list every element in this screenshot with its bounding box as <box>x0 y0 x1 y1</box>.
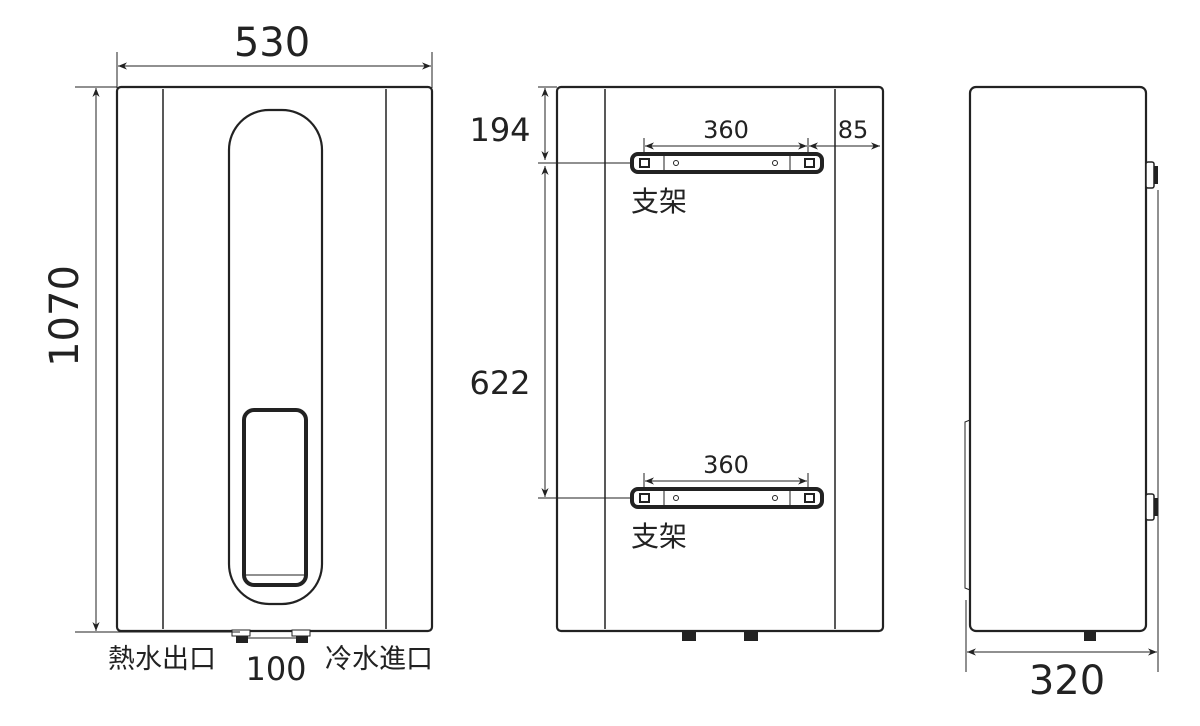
side-body <box>968 85 1148 633</box>
bracket-spacing-dimension: 622 <box>469 364 530 402</box>
height-dimension: 1070 <box>42 265 88 367</box>
back-view: 194 622 360 85 360 支架 支架 <box>469 85 885 641</box>
pipe-fittings <box>231 629 311 643</box>
cold-water-inlet-label: 冷水進口 <box>325 644 433 675</box>
top-offset-dimension: 194 <box>469 111 530 149</box>
back-fittings <box>682 631 758 641</box>
front-view: 530 1070 熱水出口 100 冷水進口 <box>42 20 434 688</box>
bracket-side-offset-dimension: 85 <box>838 116 869 144</box>
bracket-top <box>630 152 824 174</box>
bracket-top-width-dimension: 360 <box>703 116 749 144</box>
front-window <box>227 108 324 606</box>
pipe-spacing-dimension: 100 <box>245 650 306 688</box>
side-view: 320 <box>964 85 1159 704</box>
width-dimension: 530 <box>234 20 310 66</box>
display-panel <box>242 408 308 587</box>
depth-dimension: 320 <box>1029 658 1105 704</box>
bracket-top-label: 支架 <box>631 185 687 218</box>
bracket-bottom <box>630 487 824 509</box>
bracket-bottom-width-dimension: 360 <box>703 451 749 479</box>
bracket-bottom-label: 支架 <box>631 520 687 553</box>
hot-water-outlet-label: 熱水出口 <box>108 644 216 675</box>
